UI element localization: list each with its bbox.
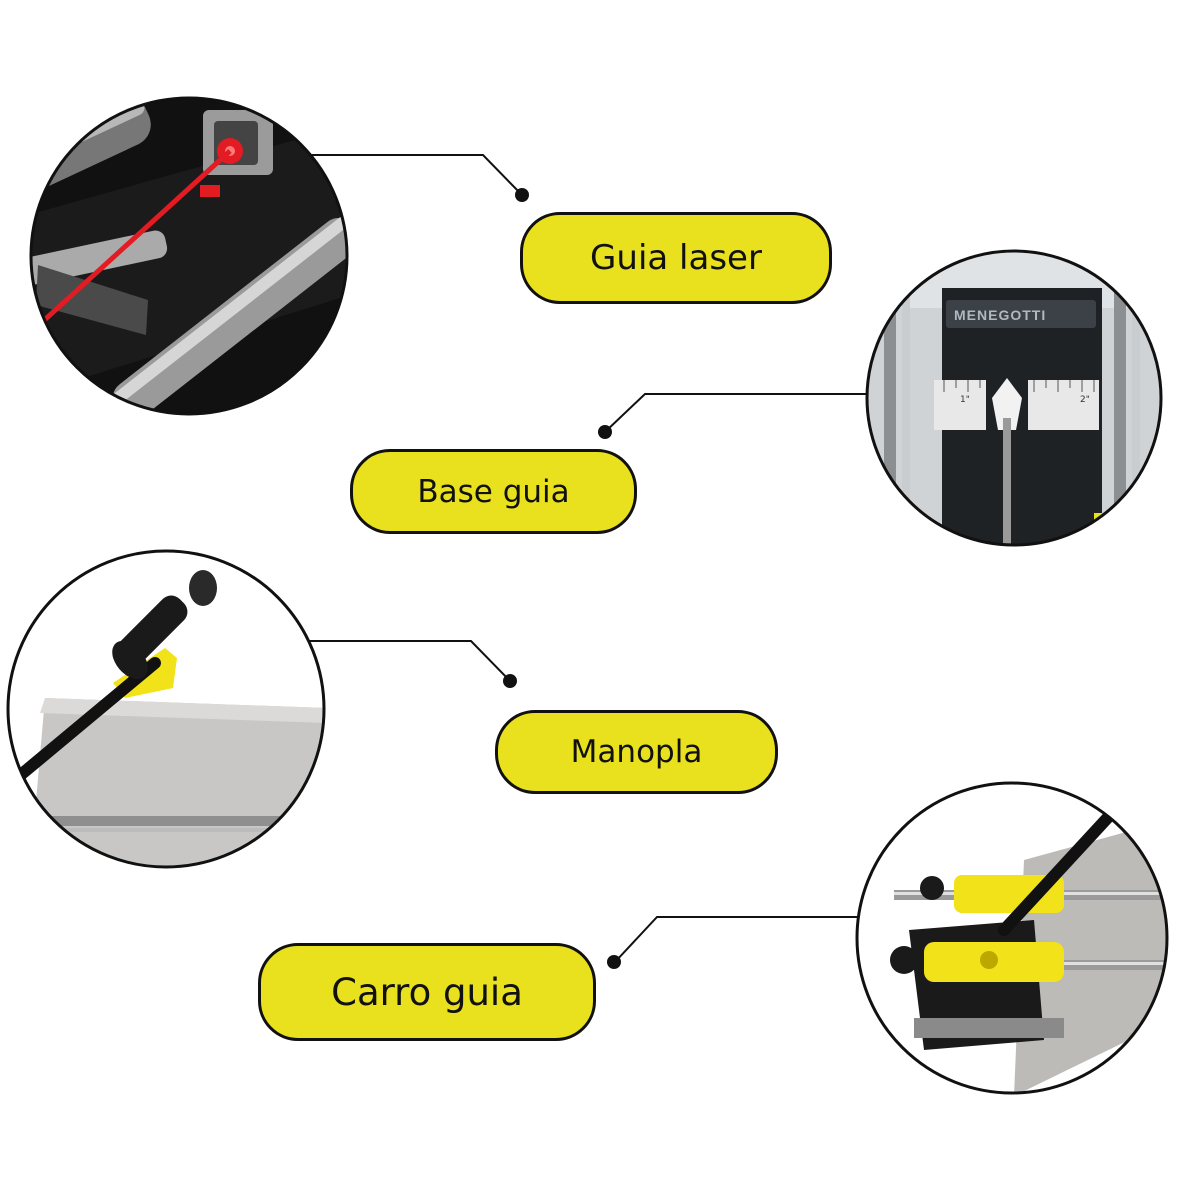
- label-guia-laser: Guia laser: [520, 212, 832, 304]
- handle-photo: [6, 549, 326, 869]
- label-manopla: Manopla: [495, 710, 778, 794]
- label-base-guia-text: Base guia: [417, 473, 570, 510]
- label-carro-guia-text: Carro guia: [331, 970, 523, 1014]
- connector-dot-laser: [515, 188, 529, 202]
- carriage-photo: [855, 781, 1169, 1095]
- label-guia-laser-text: Guia laser: [590, 238, 762, 278]
- connector-dot-carro: [607, 955, 621, 969]
- laser-guide-photo: [29, 96, 349, 416]
- connector-dot-base: [598, 425, 612, 439]
- ruler-mark-right: 2": [1080, 395, 1090, 405]
- label-carro-guia: Carro guia: [258, 943, 596, 1041]
- connector-laser: [300, 154, 523, 196]
- brand-label: MENEGOTTI: [954, 307, 1046, 323]
- label-manopla-text: Manopla: [570, 734, 703, 770]
- ruler-mark-left: 1": [960, 395, 970, 405]
- base-guide-photo: MENEGOTTI 1" 2": [865, 249, 1163, 547]
- label-base-guia: Base guia: [350, 449, 637, 534]
- connector-dot-manopla: [503, 674, 517, 688]
- connector-base: [604, 393, 975, 433]
